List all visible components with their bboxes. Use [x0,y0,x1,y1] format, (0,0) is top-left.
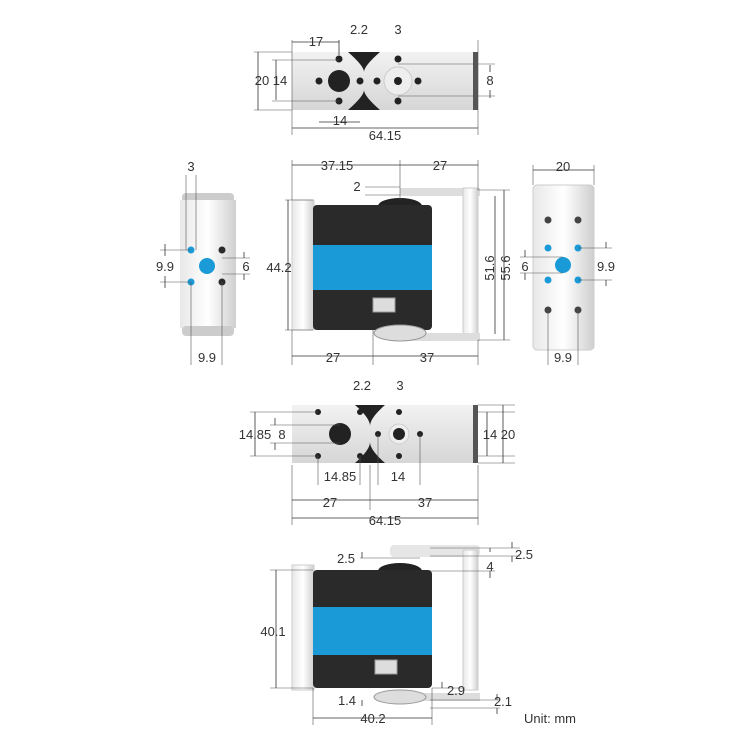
right-side-dimensions: 20 6 9.9 9.9 [520,159,615,365]
dim-14: 14 [273,73,287,88]
rear-view-dimensions: 2.5 2.5 4 40.1 2.9 1.4 2.1 40.2 [260,542,533,726]
dim-40-1: 40.1 [260,624,285,639]
dim-20: 20 [556,159,570,174]
dim-27: 27 [323,495,337,510]
dim-17: 17 [309,34,323,49]
dim-55-6: 55.6 [498,255,513,280]
dim-44-2: 44.2 [266,260,291,275]
dim-2-9: 2.9 [447,683,465,698]
right-side-plate [532,184,595,351]
dim-37: 37 [418,495,432,510]
dim-8: 8 [278,427,285,442]
dim-27-bottom: 27 [326,350,340,365]
dim-20: 20 [501,427,515,442]
dim-3: 3 [396,378,403,393]
dim-9-9-right: 9.9 [597,259,615,274]
dim-2-2: 2.2 [350,22,368,37]
dim-9-9-left: 9.9 [156,259,174,274]
dim-2: 2 [353,179,360,194]
dim-64-15: 64.15 [369,128,402,143]
dim-14-bottom: 14 [333,113,347,128]
front-view-dimensions: 37.15 27 2 44.2 51.6 55.6 27 37 [266,158,513,365]
dim-14: 14 [483,427,497,442]
dim-6: 6 [242,259,249,274]
front-view-servo [291,187,480,342]
left-side-dimensions: 3 9.9 6 9.9 [156,159,250,365]
dim-14-bottom: 14 [391,469,405,484]
dim-3: 3 [187,159,194,174]
dim-9-9-bottom: 9.9 [198,350,216,365]
dim-2-5-left: 2.5 [337,551,355,566]
dim-27-top: 27 [433,158,447,173]
dim-1-4: 1.4 [338,693,356,708]
dim-14-85-bottom: 14.85 [324,469,357,484]
dim-37-15: 37.15 [321,158,354,173]
dim-40-2: 40.2 [360,711,385,726]
dim-3: 3 [394,22,401,37]
dim-64-15: 64.15 [369,513,402,528]
dim-14-85-left: 14.85 [239,427,272,442]
bottom-view-dimensions: 2.2 3 14.85 8 14 20 14.85 14 27 37 64.15 [239,378,516,528]
rear-view-servo [291,545,480,705]
dim-9-9-bottom: 9.9 [554,350,572,365]
top-view-plate [292,52,478,110]
dim-2-1: 2.1 [494,694,512,709]
top-view-dimensions: 17 2.2 3 20 14 8 14 64.15 [254,22,495,143]
dim-8: 8 [486,73,493,88]
dim-37-bottom: 37 [420,350,434,365]
dim-20: 20 [255,73,269,88]
dim-51-6: 51.6 [482,255,497,280]
dim-2-5-right: 2.5 [515,547,533,562]
left-side-plate [180,193,236,336]
dim-2-2: 2.2 [353,378,371,393]
unit-label: Unit: mm [524,711,576,726]
dim-6: 6 [521,259,528,274]
bottom-view-plate [292,405,478,463]
dim-4: 4 [486,559,493,574]
